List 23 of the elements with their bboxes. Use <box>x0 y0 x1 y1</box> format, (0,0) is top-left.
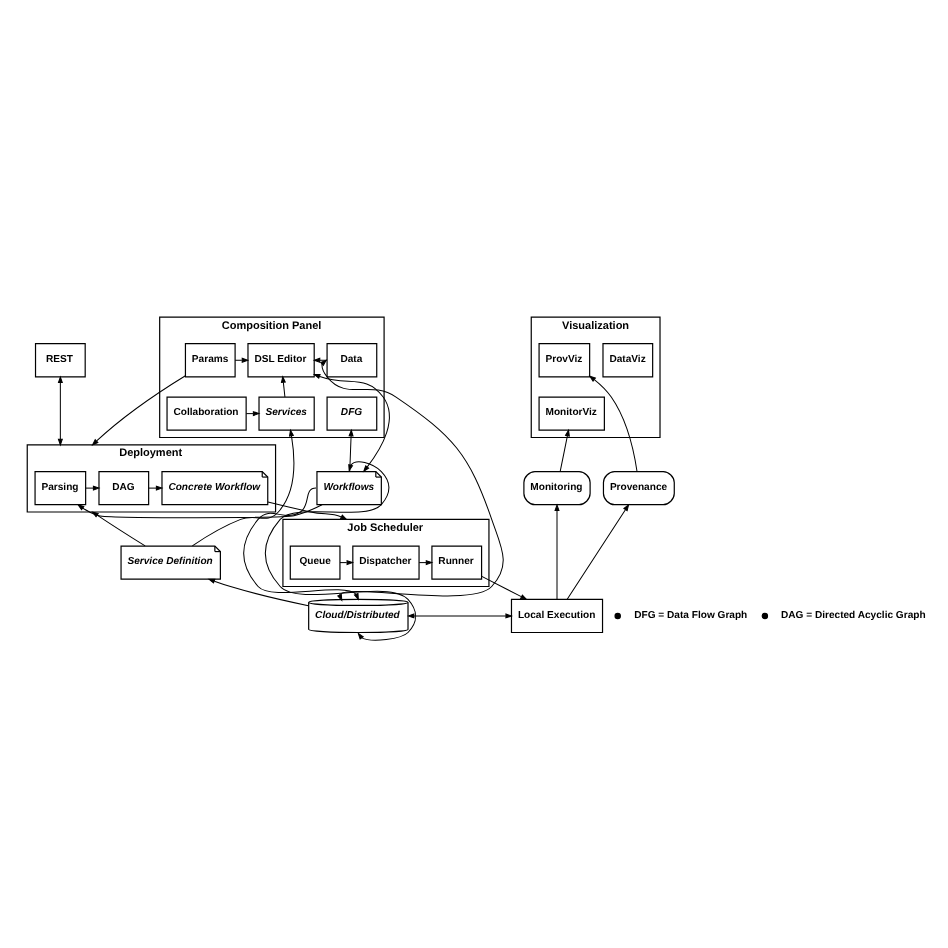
arrow <box>76 503 323 518</box>
arrow <box>280 374 287 397</box>
arrow <box>267 500 348 520</box>
arrow <box>554 502 560 599</box>
arrow <box>245 409 261 416</box>
arrow <box>588 374 638 471</box>
arrow <box>418 558 434 565</box>
arrow <box>148 484 164 490</box>
arrow <box>312 372 390 472</box>
arrow <box>234 356 250 362</box>
arrow <box>191 427 295 546</box>
arrow <box>243 486 359 600</box>
arrow <box>559 427 570 471</box>
arrow <box>91 374 186 445</box>
arrow <box>481 574 528 599</box>
arrow <box>207 577 309 606</box>
arrow <box>264 460 417 640</box>
arrow <box>348 427 354 471</box>
arrow <box>566 502 630 599</box>
arrow <box>85 484 101 490</box>
arrow <box>57 374 63 446</box>
arrow <box>91 510 146 546</box>
arrow <box>406 612 513 618</box>
